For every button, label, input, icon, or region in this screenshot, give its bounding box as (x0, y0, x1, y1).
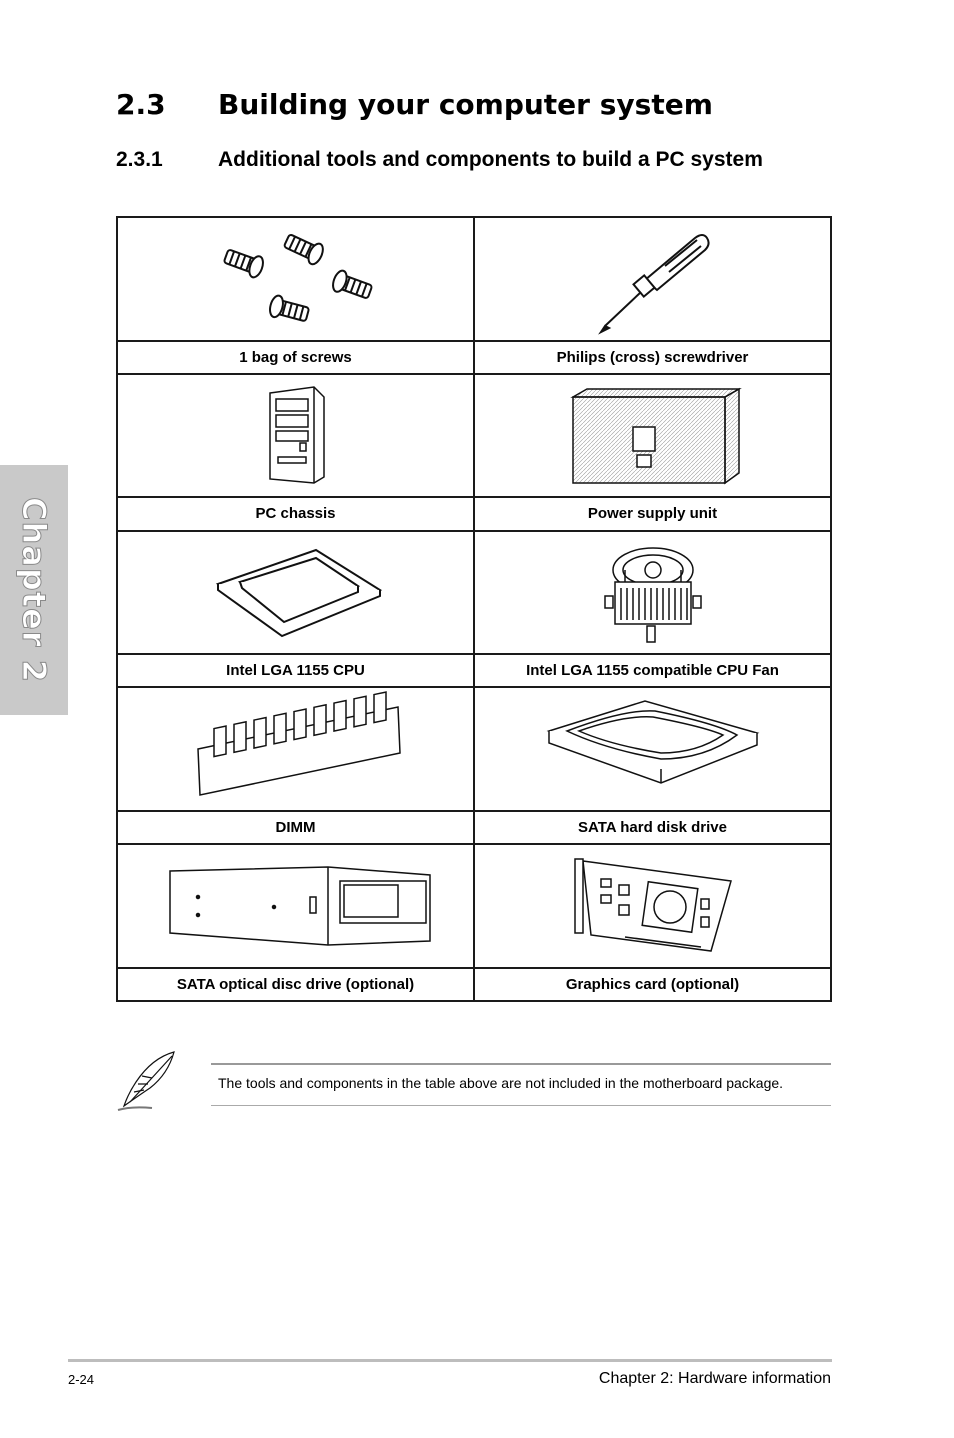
component-label-cell: DIMM (116, 809, 475, 846)
component-image-cell (473, 529, 832, 656)
component-label-cell: Power supply unit (473, 496, 832, 532)
section-number: 2.3 (116, 88, 166, 121)
cpu-icon (215, 548, 383, 638)
section-title: Building your computer system (218, 88, 713, 121)
screws-icon (223, 234, 373, 323)
power-supply-icon (570, 387, 742, 485)
component-image-cell (116, 843, 475, 969)
subsection-title: Additional tools and components to build… (218, 148, 763, 171)
optical-drive-icon (169, 866, 431, 947)
component-image-cell (473, 686, 832, 812)
screwdriver-icon (598, 234, 710, 335)
cpu-fan-icon (604, 547, 702, 643)
component-image-cell (473, 216, 832, 342)
running-footer-chapter-title: Chapter 2: Hardware information (598, 1370, 831, 1387)
component-label-cell: SATA hard disk drive (473, 809, 832, 846)
component-label-cell: Intel LGA 1155 compatible CPU Fan (473, 653, 832, 689)
graphics-card-icon (574, 858, 732, 953)
component-image-cell (116, 529, 475, 656)
component-label-cell: Philips (cross) screwdriver (473, 339, 832, 375)
component-image-cell (116, 372, 475, 499)
component-image-cell (116, 686, 475, 812)
subsection-number: 2.3.1 (116, 148, 163, 171)
component-label-cell: Graphics card (optional) (473, 966, 832, 1003)
component-label-cell: 1 bag of screws (116, 339, 475, 375)
components-table: 1 bag of screws Philips (cross) screwdri… (116, 216, 832, 1003)
component-label-cell: PC chassis (116, 496, 475, 532)
component-image-cell (473, 843, 832, 969)
footer-rule (68, 1359, 832, 1362)
component-image-cell (473, 372, 832, 499)
quill-note-icon (117, 1051, 175, 1111)
chapter-side-tab-label: Chapter 2 (15, 497, 54, 684)
dimm-icon (197, 690, 401, 796)
component-image-cell (116, 216, 475, 342)
chapter-side-tab: Chapter 2 (0, 465, 68, 715)
page-number: 2-24 (68, 1372, 95, 1387)
component-label-cell: Intel LGA 1155 CPU (116, 653, 475, 689)
hard-disk-icon (546, 699, 760, 784)
pc-chassis-icon (269, 386, 325, 484)
note-text: The tools and components in the table ab… (218, 1075, 784, 1091)
note-box: The tools and components in the table ab… (211, 1063, 831, 1106)
component-label-cell: SATA optical disc drive (optional) (116, 966, 475, 1003)
